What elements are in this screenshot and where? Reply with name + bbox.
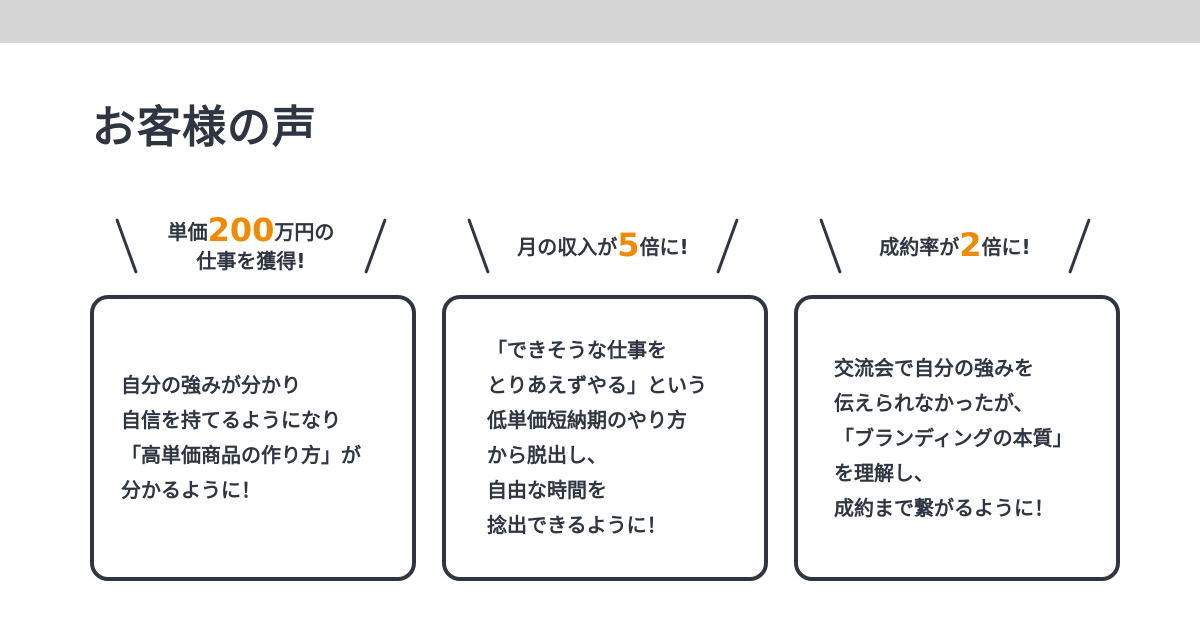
testimonial-headline: 単価200万円の 仕事を獲得! — [89, 205, 413, 285]
left-accent-line — [467, 218, 490, 274]
testimonial-box: 自分の強みが分かり 自信を持てるようになり 「高単価商品の作り方」が 分かるよう… — [90, 295, 416, 581]
headline-prefix: 単価 — [167, 220, 208, 244]
headline-line2: 仕事を獲得! — [196, 249, 306, 273]
headline-suffix: 倍に! — [981, 234, 1031, 259]
headline-suffix: 倍に! — [639, 234, 689, 259]
right-accent-line — [716, 218, 739, 274]
left-accent-line — [115, 218, 138, 274]
testimonial-box: 「できそうな仕事を とりあえずやる」という 低単価短納期のやり方 から脱出し、 … — [442, 295, 768, 581]
testimonial-box: 交流会で自分の強みを 伝えられなかったが、 「ブランディングの本質」 を理解し、… — [794, 295, 1120, 581]
testimonial-card-1: 単価200万円の 仕事を獲得! 自分の強みが分かり 自信を持てるようになり 「高… — [89, 205, 416, 581]
right-accent-line — [1068, 218, 1091, 274]
testimonial-body: 交流会で自分の強みを 伝えられなかったが、 「ブランディングの本質」 を理解し、… — [834, 355, 1073, 520]
page-title: お客様の声 — [92, 102, 317, 153]
headline-suffix: 万円の — [274, 220, 335, 244]
top-bar — [0, 0, 1200, 43]
headline-number: 5 — [617, 225, 640, 264]
headline-prefix: 成約率が — [879, 234, 960, 259]
right-accent-line — [364, 218, 387, 274]
headline-text: 月の収入が5倍に! — [517, 229, 688, 262]
left-accent-line — [819, 218, 842, 274]
headline-text: 単価200万円の 仕事を獲得! — [168, 214, 335, 276]
headline-number: 2 — [959, 225, 982, 264]
headline-text: 成約率が2倍に! — [879, 229, 1030, 262]
headline-number: 200 — [207, 211, 275, 249]
headline-prefix: 月の収入が — [517, 234, 618, 259]
testimonial-card-3: 成約率が2倍に! 交流会で自分の強みを 伝えられなかったが、 「ブランディングの… — [793, 205, 1120, 581]
testimonial-card-2: 月の収入が5倍に! 「できそうな仕事を とりあえずやる」という 低単価短納期のや… — [441, 205, 768, 581]
testimonial-body: 「できそうな仕事を とりあえずやる」という 低単価短納期のやり方 から脱出し、 … — [487, 338, 707, 537]
testimonial-headline: 成約率が2倍に! — [793, 205, 1117, 285]
testimonial-headline: 月の収入が5倍に! — [441, 205, 765, 285]
testimonial-body: 自分の強みが分かり 自信を持てるようになり 「高単価商品の作り方」が 分かるよう… — [121, 373, 361, 502]
